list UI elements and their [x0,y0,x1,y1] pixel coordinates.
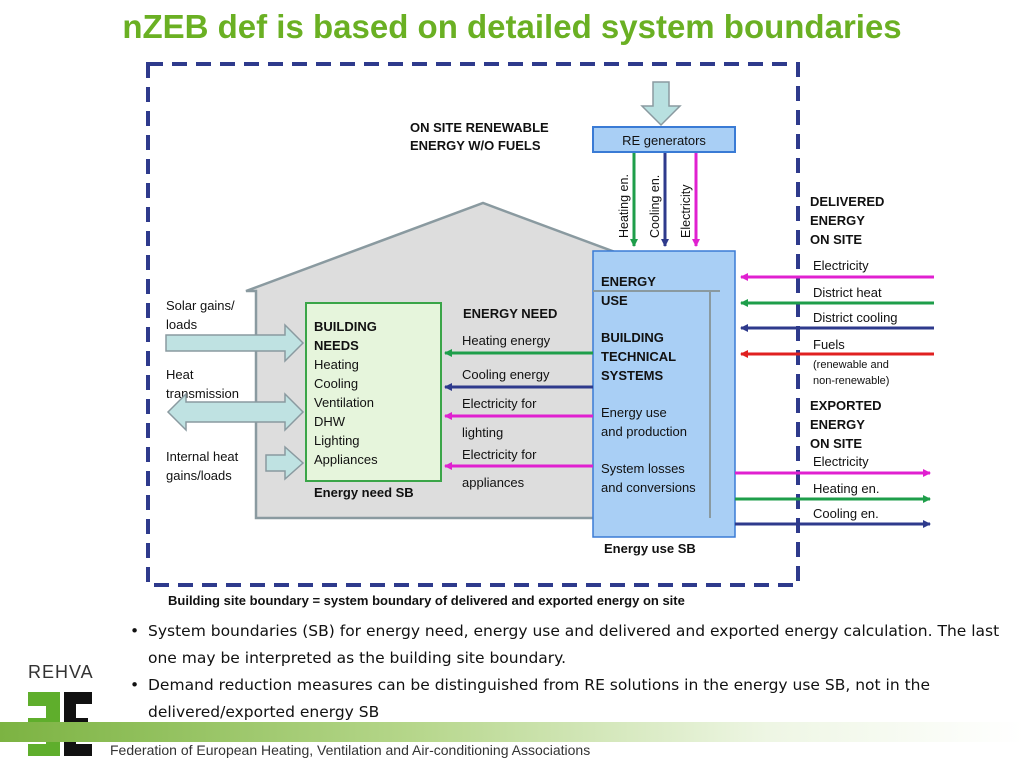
system-losses: and conversions [601,480,696,495]
delivered-item-electricity: Electricity [813,258,869,273]
energy-use-box [592,250,736,538]
bullet-item: Demand reduction measures can be disting… [128,672,1008,726]
energy-use-production: and production [601,424,687,439]
exported-heading: ENERGY [810,417,865,432]
left-input-heat: transmission [166,386,239,401]
building-need-item: DHW [314,414,346,429]
vertical-label-electricity: Electricity [679,184,693,238]
site-boundary-caption: Building site boundary = system boundary… [168,593,685,608]
building-needs-title: BUILDING [314,319,377,334]
internal-gains-arrow [265,445,305,481]
svg-text:ON SITE RENEWABLE ENERGY W: ON SITE RENEWABLE ENERGY W/O FUELS [410,120,552,153]
delivered-heading: ON SITE [810,232,862,247]
energy-use-production: Energy use [601,405,667,420]
vertical-label-heating: Heating en. [617,174,631,238]
left-input-heat: Heat [166,367,194,382]
left-input-solar: Solar gains/ [166,298,235,313]
fuels-note: non-renewable) [813,375,889,387]
left-input-internal: Internal heat [166,449,239,464]
heat-transmission-arrow [166,392,305,432]
rehva-logo-label: REHVA [28,662,94,682]
exported-heading: ON SITE [810,436,862,451]
energy-use-heading: ENERGY [601,274,656,289]
need-flow-heating: Heating energy [462,333,551,348]
building-needs-box [305,302,442,482]
delivered-heading: ENERGY [810,213,865,228]
building-technical-systems: BUILDING [601,330,664,345]
building-technical-systems: TECHNICAL [601,349,676,364]
left-input-solar: loads [166,317,198,332]
building-need-item: Ventilation [314,395,374,410]
svg-text:ENERGY USE BUILDING: ENERGY USE BUILDING TECHNICAL SYSTEMS En… [601,274,696,495]
need-flow-appliances: Electricity for appliances [462,447,540,490]
energy-use-sb-label: Energy use SB [604,541,696,556]
exported-item-cooling: Cooling en. [813,506,879,521]
energy-need-sb-label: Energy need SB [314,485,414,500]
bullet-item: System boundaries (SB) for energy need, … [128,618,1008,672]
energy-need-label: ENERGY NEED [463,306,557,321]
exported-item-electricity: Electricity [813,454,869,469]
svg-text:DELIVERED ENERGY ON SI: DELIVERED ENERGY ON SITE [810,194,888,247]
delivered-heading: DELIVERED [810,194,884,209]
building-need-item: Lighting [314,433,360,448]
exported-heading: EXPORTED [810,398,882,413]
building-need-item: Appliances [314,452,378,467]
footer-text: Federation of European Heating, Ventilat… [110,742,591,758]
delivered-item-district-cooling: District cooling [813,310,898,325]
re-generators-box [592,126,736,153]
svg-text:BUILDING NEEDS Heating: BUILDING NEEDS Heating Cooling Ventilati… [314,319,380,467]
need-flow-cooling: Cooling energy [462,367,550,382]
left-input-internal: gains/loads [166,468,232,483]
system-losses: System losses [601,461,685,476]
onsite-renewable-label: ON SITE RENEWABLE [410,120,549,135]
need-flow-lighting: Electricity for lighting [462,396,540,440]
building-needs-title: NEEDS [314,338,359,353]
footer-band [0,722,1024,742]
vertical-label-cooling: Cooling en. [648,175,662,238]
exported-item-heating: Heating en. [813,481,880,496]
bullet-list: System boundaries (SB) for energy need, … [128,618,1008,726]
slide-title: nZEB def is based on detailed system bou… [122,8,902,45]
onsite-renewable-label: ENERGY W/O FUELS [410,138,541,153]
svg-text:(renewable and non-renewab: (renewable and non-renewable) [813,359,892,387]
building-need-item: Heating [314,357,359,372]
energy-use-heading: USE [601,293,628,308]
svg-text:EXPORTED ENERGY ON SIT: EXPORTED ENERGY ON SITE [810,398,885,451]
fuels-note: (renewable and [813,359,889,371]
delivered-item-fuels: Fuels [813,337,845,352]
site-boundary [146,62,800,587]
delivered-item-district-heat: District heat [813,285,882,300]
svg-text:Solar gains/ loads Hea: Solar gains/ loads Heat transmission Int… [166,298,243,483]
building-technical-systems: SYSTEMS [601,368,663,383]
incoming-renewable-arrow [640,81,682,127]
building-need-item: Cooling [314,376,358,391]
re-generators-label: RE generators [622,133,706,148]
solar-gains-arrow [165,323,305,363]
